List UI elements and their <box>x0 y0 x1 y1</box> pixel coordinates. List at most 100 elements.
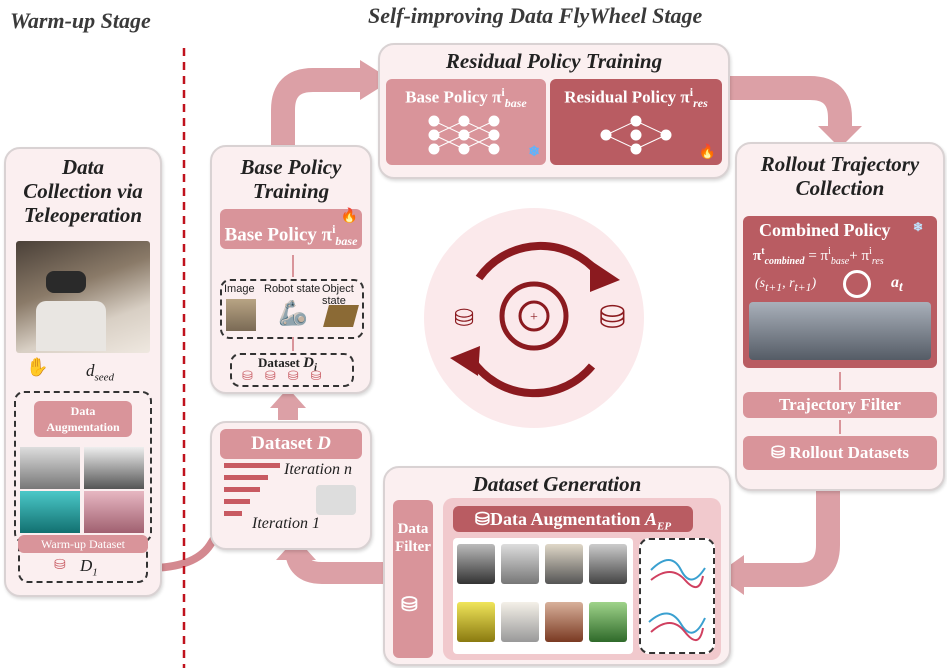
robot-arm-icon: 🦾 <box>278 301 308 327</box>
database-icons: ⛁⛁⛁⛁ <box>242 368 334 383</box>
loop-icon <box>843 270 871 298</box>
base-training-title: Base Policy Training <box>240 155 342 203</box>
base-training-panel: Base Policy Training Base Policy πibase … <box>210 145 372 394</box>
database-plus-icon <box>518 300 550 332</box>
snowflake-icon: ❄ <box>913 220 924 234</box>
warmup-stage-title: Warm-up Stage <box>10 8 151 33</box>
augmentation-label: Data Augmentation <box>34 401 132 437</box>
aug-thumb <box>457 602 495 642</box>
cycle-arrow-top <box>475 241 603 281</box>
fire-icon: 🔥 <box>340 209 358 224</box>
residual-base-block: Base Policy πibase ❄ <box>386 79 546 165</box>
input-object-label: Object state <box>322 283 354 307</box>
arrow-down-2 <box>839 420 841 434</box>
flow-arrowhead-to-residual <box>360 60 392 100</box>
aug-image-4 <box>84 491 144 533</box>
inputs-box: Image Robot state Object state 🦾 <box>220 279 364 339</box>
rollout-datasets: ⛁ Rollout Datasets <box>743 436 937 470</box>
residual-res-block: Residual Policy πires 🔥 <box>550 79 722 165</box>
base-policy-block: Base Policy πibase 🔥 <box>220 209 362 249</box>
augmentation-area: ⛁Data Augmentation AEP <box>443 498 721 660</box>
trajectory-lines <box>648 559 706 641</box>
residual-title: Residual Policy Training <box>445 49 663 73</box>
combined-policy-label: Combined Policy <box>759 220 891 240</box>
iter-bar-1 <box>224 463 280 468</box>
snowflake-icon: ❄ <box>528 145 540 160</box>
arrow-up-2 <box>292 337 294 351</box>
flow-arrow-to-generation <box>740 488 840 587</box>
iter-bar-5 <box>224 511 242 516</box>
cycle-arrow-bottom <box>468 357 596 398</box>
dataset-panel: Dataset D Iteration n Iteration 1 <box>210 421 372 550</box>
large-database-icon: ⛁ <box>599 299 626 335</box>
aug-thumb <box>457 544 495 584</box>
iter-bar-2 <box>224 475 268 480</box>
seed-label: dseed <box>86 361 115 384</box>
aug-thumb <box>589 602 627 642</box>
base-network-icon <box>428 115 500 155</box>
flywheel-stage-title: Self-improving Data FlyWheel Stage <box>368 3 703 28</box>
flywheel-circle: + ⛁ ⛁ <box>424 208 644 428</box>
operator-figure <box>36 301 106 351</box>
combined-equation: πtcombined = πibase+ πires <box>753 246 884 267</box>
aug-thumb <box>545 602 583 642</box>
data-filter-block: Data Filter ⛁ <box>393 500 433 658</box>
generation-title: Dataset Generation <box>472 472 642 496</box>
flow-arrowhead-to-rollout <box>818 126 862 148</box>
state-reward-label: (st+1, rt+1) <box>755 276 817 294</box>
hand-icon: ✋ <box>26 357 49 377</box>
aug-thumb <box>501 544 539 584</box>
residual-panel: Residual Policy Training Base Policy πib… <box>378 43 730 179</box>
aug-thumb <box>589 544 627 584</box>
svg-text:+: + <box>530 310 538 325</box>
arrow-down-1 <box>839 372 841 390</box>
flywheel-graphic: + ⛁ ⛁ <box>450 241 626 398</box>
teleoperation-photo <box>16 241 150 353</box>
trajectory-plots <box>639 538 715 654</box>
warmup-dataset-label: Warm-up Dataset <box>18 535 148 553</box>
database-icon: ⛁ <box>771 443 786 462</box>
database-icon: ⛁ <box>54 558 66 573</box>
aug-image-2 <box>84 447 144 489</box>
augmented-images-grid <box>453 538 633 654</box>
fire-icon: 🔥 <box>698 145 716 160</box>
database-icon: ⛁ <box>474 509 490 529</box>
data-collection-panel: Data Collection via Teleoperation ✋ dsee… <box>4 147 162 597</box>
aug-thumb <box>545 544 583 584</box>
dataset-title: Dataset D <box>220 429 362 459</box>
rollout-panel: Rollout Trajectory Collection Combined P… <box>735 142 945 491</box>
iteration-1-label: Iteration 1 <box>252 515 320 532</box>
aug-image-1 <box>20 447 80 489</box>
aug-image-3 <box>20 491 80 533</box>
combined-policy-block: Combined Policy ❄ πtcombined = πibase+ π… <box>743 216 937 368</box>
data-cards-icon <box>316 485 356 515</box>
res-network-icon <box>600 115 672 155</box>
rollout-images <box>749 302 931 360</box>
flow-arrow-to-dataset <box>285 547 388 584</box>
vr-headset-icon <box>46 271 86 293</box>
input-robot-label: Robot state <box>264 283 321 295</box>
input-image-label: Image <box>224 283 255 295</box>
iter-bar-3 <box>224 487 260 492</box>
iteration-n-label: Iteration n <box>284 461 352 478</box>
rollout-title: Rollout Trajectory Collection <box>760 152 920 200</box>
dataset-di-box: Dataset Di ⛁⛁⛁⛁ <box>230 353 354 387</box>
flow-arrow-to-rollout <box>718 76 852 128</box>
object-state-icon <box>323 305 359 327</box>
aug-thumb <box>501 602 539 642</box>
generation-panel: Dataset Generation Data Filter ⛁ ⛁Data A… <box>383 466 731 666</box>
augmentation-ep-label: ⛁Data Augmentation AEP <box>453 506 693 533</box>
augmentation-box: Data Augmentation <box>14 391 152 543</box>
gear-icon <box>499 281 569 351</box>
dataset-di-label: Dataset Di <box>258 355 317 374</box>
input-image-thumb <box>226 299 256 331</box>
iter-bar-4 <box>224 499 250 504</box>
flow-arrowhead-to-base <box>270 388 306 408</box>
data-collection-title: Data Collection via Teleoperation <box>23 155 143 227</box>
trajectory-filter: Trajectory Filter <box>743 392 937 418</box>
arrow-up-1 <box>292 255 294 277</box>
database-icon: ⛁ <box>401 594 418 616</box>
d1-label: D1 <box>80 556 98 579</box>
warmup-dataset-box: Warm-up Dataset ⛁ D1 <box>18 535 148 583</box>
flow-arrow-to-residual <box>271 68 362 150</box>
